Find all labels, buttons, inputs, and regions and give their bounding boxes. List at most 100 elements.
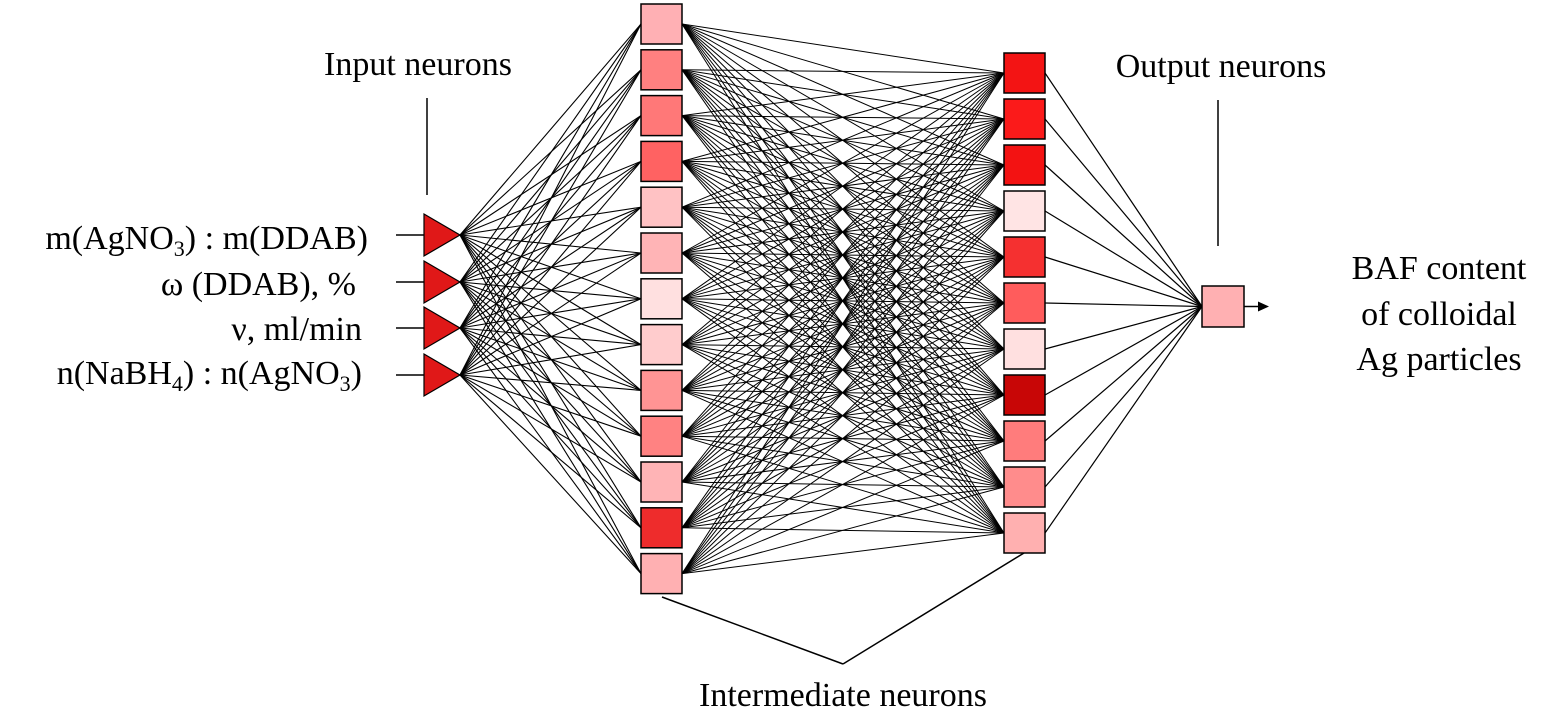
connection-line (681, 532, 1005, 575)
connection-line (459, 327, 642, 483)
connection-line (459, 298, 642, 376)
intermediate-neuron-layer1 (640, 552, 683, 595)
input-neuron (423, 305, 462, 351)
connection-line (459, 374, 642, 574)
connection-line (1044, 305, 1203, 350)
intermediate-neuron-layer1 (640, 140, 683, 183)
input-label: m(AgNO3) : m(DDAB) (45, 220, 368, 261)
input-neuron (423, 259, 462, 305)
connection-line (459, 23, 642, 283)
intermediate-neuron-layer1 (640, 507, 683, 549)
connection-line (681, 72, 1005, 437)
connection-line (681, 210, 1005, 574)
connection-line (459, 206, 642, 376)
connection-line (681, 348, 1005, 575)
intermediate-neuron-layer2 (1003, 52, 1046, 94)
intermediate-neuron-layer2 (1003, 98, 1046, 140)
connection-line (1044, 306, 1203, 534)
connection-line (681, 72, 1005, 162)
connection-line (681, 72, 1005, 208)
intermediate-neuron-layer2 (1003, 374, 1046, 416)
connection-line (459, 374, 642, 437)
connection-line (459, 69, 642, 376)
input-label: ω (DDAB), % (161, 266, 356, 303)
connection-line (681, 72, 1005, 254)
intermediate-pointer-left (661, 596, 844, 665)
connection-line (1044, 164, 1203, 307)
connection-line (459, 374, 642, 391)
connection-line (681, 23, 1005, 74)
intermediate-neuron-layer1 (640, 415, 683, 457)
connections (459, 23, 1203, 575)
connection-line (681, 302, 1005, 574)
connection-line (459, 327, 642, 346)
intermediate-pointer-right (842, 552, 1025, 665)
intermediate-neuron-layer1 (640, 278, 683, 320)
input-neurons-label: Input neurons (324, 46, 512, 83)
connection-line (459, 234, 642, 346)
connection-line (459, 23, 642, 376)
result-label-line2: of colloidal (1361, 296, 1517, 333)
connection-line (681, 256, 1005, 574)
intermediate-neuron-layer2 (1003, 420, 1046, 462)
connection-line (681, 72, 1005, 529)
connection-line (1044, 118, 1203, 307)
intermediate-neuron-layer2 (1003, 236, 1046, 278)
connection-line (1044, 72, 1203, 307)
output-neurons-label: Output neurons (1116, 48, 1327, 85)
connection-line (681, 72, 1005, 483)
input-label: n(NaBH4) : n(AgNO3) (57, 355, 362, 396)
connection-line (459, 234, 642, 300)
connection-line (681, 72, 1005, 345)
output-arrow-head (1258, 301, 1269, 312)
neurons (396, 3, 1269, 595)
intermediate-neuron-layer1 (640, 232, 683, 274)
connection-line (459, 23, 642, 236)
connection-line (1044, 306, 1203, 488)
connection-line (459, 115, 642, 376)
connection-line (681, 72, 1005, 117)
intermediate-neuron-layer1 (640, 186, 683, 228)
connection-line (681, 440, 1005, 575)
intermediate-neuron-layer1 (640, 323, 683, 366)
intermediate-neuron-layer2 (1003, 466, 1046, 508)
connection-line (1044, 210, 1203, 308)
input-label: ν, ml/min (231, 311, 362, 348)
connection-line (459, 161, 642, 376)
connection-line (1044, 306, 1203, 442)
connection-line (459, 23, 642, 329)
connection-line (459, 252, 642, 376)
connection-line (1044, 305, 1203, 396)
connection-line (459, 374, 642, 483)
result-label-line1: BAF content (1352, 250, 1527, 287)
connection-line (681, 394, 1005, 575)
connection-line (459, 344, 642, 376)
connection-line (681, 72, 1005, 300)
connection-line (459, 234, 642, 391)
intermediate-neuron-layer2 (1003, 512, 1046, 554)
guide-lines (426, 98, 1219, 665)
intermediate-neuron-layer2 (1003, 282, 1046, 324)
connection-line (459, 374, 642, 529)
intermediate-neurons-label: Intermediate neurons (699, 677, 987, 713)
connection-line (1044, 256, 1203, 308)
connection-line (681, 164, 1005, 574)
intermediate-neuron-layer1 (640, 94, 683, 137)
connection-line (681, 118, 1005, 574)
intermediate-neuron-layer1 (640, 461, 683, 503)
intermediate-neuron-layer1 (640, 369, 683, 412)
input-labels: m(AgNO3) : m(DDAB) ω (DDAB), % ν, ml/min… (45, 220, 368, 396)
intermediate-neuron-layer1 (640, 3, 683, 45)
connection-line (681, 69, 1005, 74)
input-neuron (423, 212, 462, 258)
connection-line (1044, 302, 1203, 308)
connection-line (681, 72, 1005, 391)
output-neuron (1201, 285, 1245, 328)
intermediate-neuron-layer1 (640, 49, 683, 91)
connection-line (681, 486, 1005, 575)
result-label-line3: Ag particles (1356, 341, 1521, 378)
connection-line (459, 327, 642, 437)
intermediate-neuron-layer2 (1003, 144, 1046, 186)
intermediate-neuron-layer2 (1003, 328, 1046, 370)
